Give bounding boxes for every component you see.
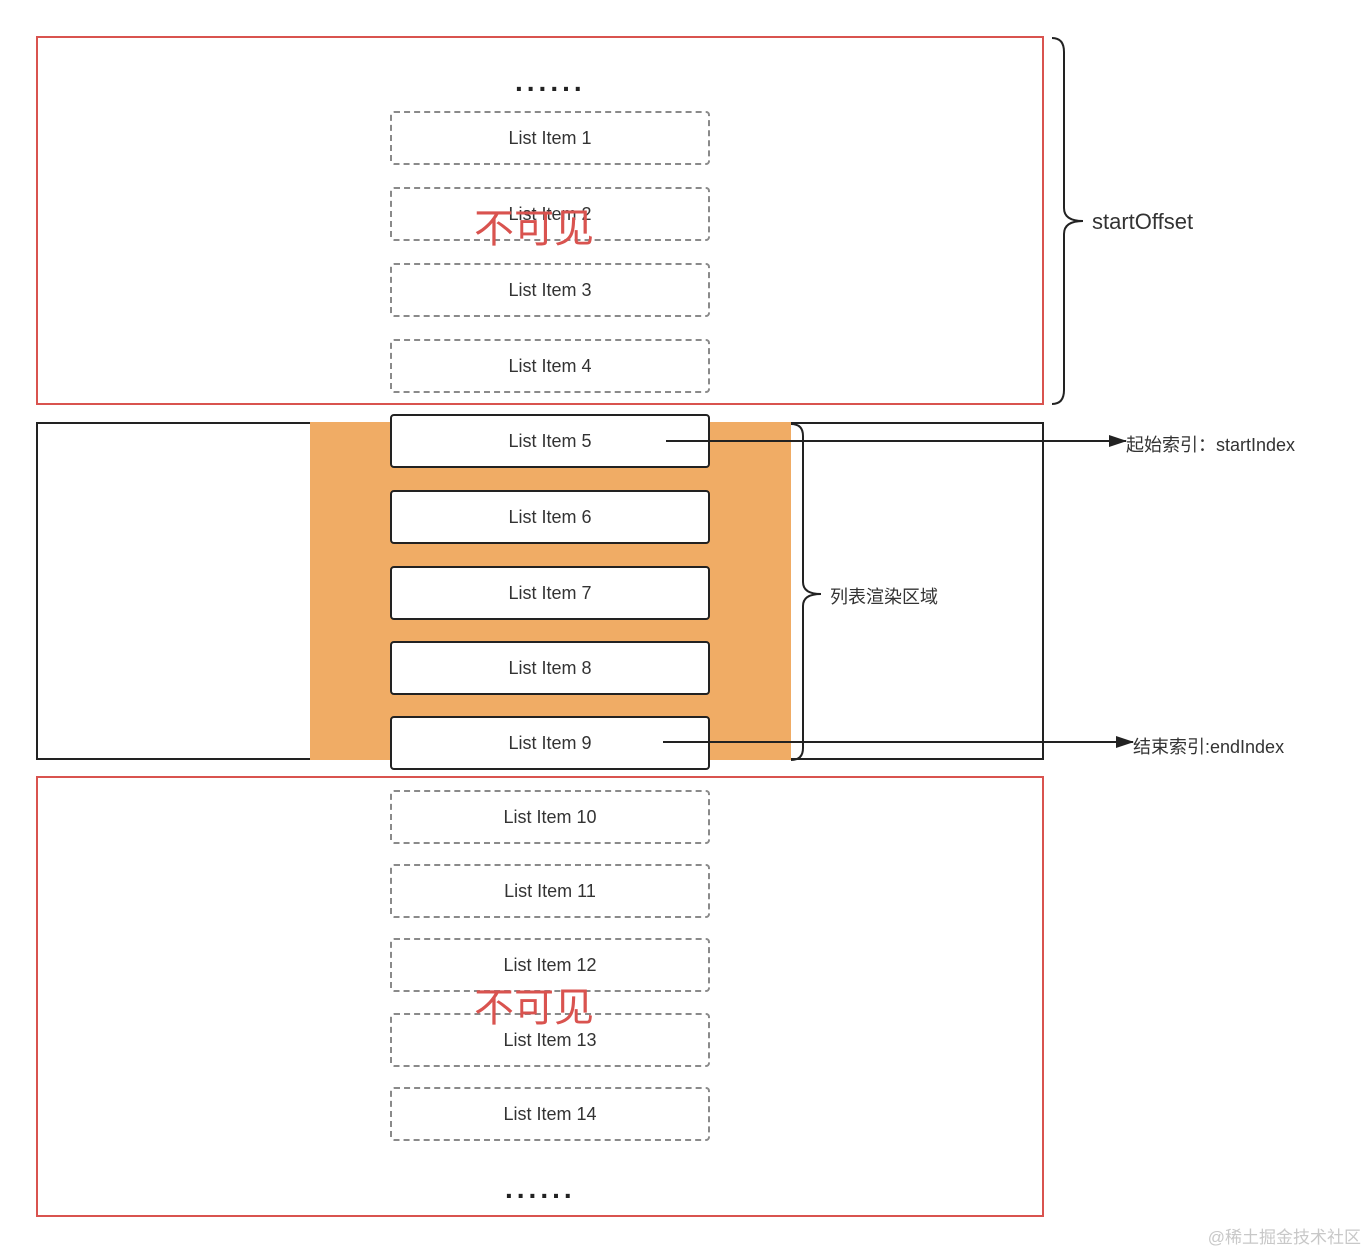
start-offset-brace [1051,37,1084,405]
list-item: List Item 4 [390,339,710,393]
bottom-ellipsis: ...... [505,1173,576,1204]
list-item: List Item 6 [390,490,710,544]
list-item: List Item 12 [390,938,710,992]
list-item: List Item 8 [390,641,710,695]
list-item: List Item 10 [390,790,710,844]
end-index-label: 结束索引:endIndex [1133,737,1285,757]
start-index-label: 起始索引：startIndex [1126,435,1296,455]
render-region-brace [790,423,822,761]
list-item: List Item 1 [390,111,710,165]
list-item: List Item 5 [390,414,710,468]
bottom-invisible-region [36,776,1044,1217]
render-region-label: 列表渲染区域 [830,587,938,607]
watermark: @稀土掘金技术社区 [1207,1228,1361,1247]
list-item: List Item 3 [390,263,710,317]
start-offset-label: startOffset [1092,209,1194,234]
list-item: List Item 14 [390,1087,710,1141]
list-item: List Item 2 [390,187,710,241]
list-item: List Item 7 [390,566,710,620]
list-item: List Item 13 [390,1013,710,1067]
list-item: List Item 11 [390,864,710,918]
list-item: List Item 9 [390,716,710,770]
top-ellipsis: ...... [515,66,586,97]
bottom-invisible-label: 不可见 [474,985,594,1031]
top-invisible-label: 不可见 [474,206,594,252]
top-invisible-region [36,36,1044,405]
